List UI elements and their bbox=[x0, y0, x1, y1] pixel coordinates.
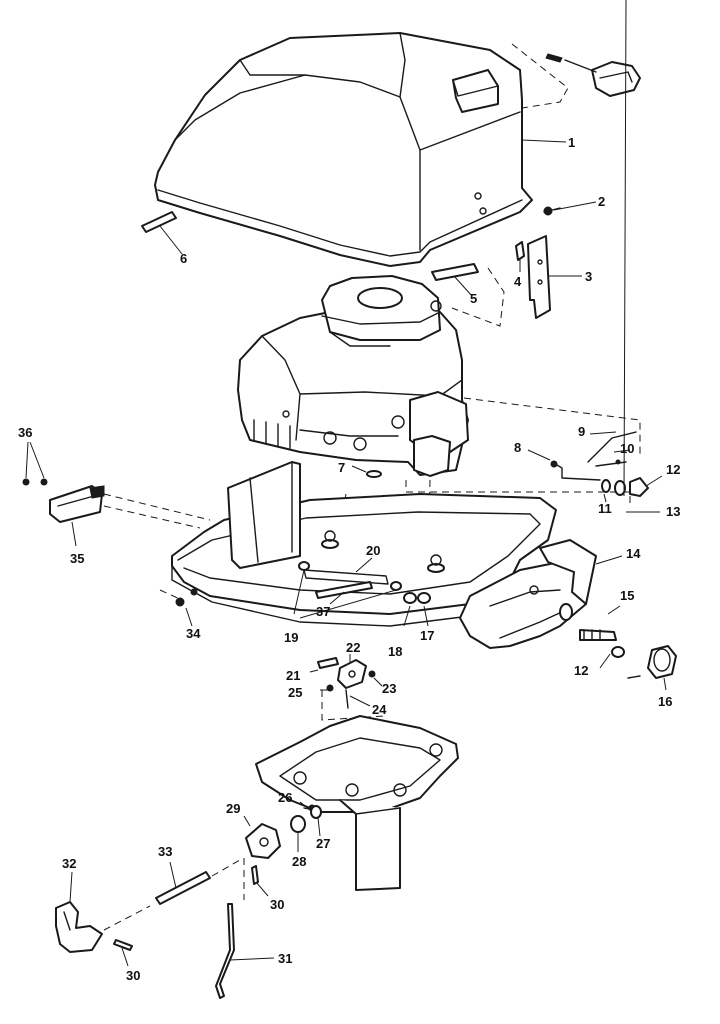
nut-12-lower bbox=[611, 646, 625, 658]
callout-19: 19 bbox=[284, 630, 298, 645]
swivel-plate bbox=[255, 715, 459, 891]
callout-24: 24 bbox=[372, 702, 387, 717]
callout-34: 34 bbox=[186, 626, 201, 641]
callout-5: 5 bbox=[470, 291, 477, 306]
hood-handle bbox=[545, 53, 641, 97]
handle-frame-14 bbox=[459, 539, 597, 649]
callout-8: 8 bbox=[514, 440, 521, 455]
callout-30-lower: 30 bbox=[126, 968, 140, 983]
washer-11 bbox=[601, 479, 611, 493]
bolt-15 bbox=[579, 629, 617, 641]
callout-10: 10 bbox=[620, 441, 634, 456]
bushing-28 bbox=[290, 815, 306, 833]
strip-37 bbox=[315, 581, 373, 599]
callout-14: 14 bbox=[626, 546, 641, 561]
cap-16 bbox=[627, 645, 677, 679]
callout-30-upper: 30 bbox=[270, 897, 284, 912]
callout-7: 7 bbox=[338, 460, 345, 475]
callout-27: 27 bbox=[316, 836, 330, 851]
engine-assembly bbox=[237, 275, 469, 477]
pin-30-upper bbox=[251, 865, 259, 885]
spring-9 bbox=[587, 431, 637, 463]
callout-15: 15 bbox=[620, 588, 634, 603]
callout-12-upper: 12 bbox=[666, 462, 680, 477]
nut-18 bbox=[403, 592, 417, 604]
engine-hood bbox=[154, 32, 533, 267]
callout-20: 20 bbox=[366, 543, 380, 558]
pin-21 bbox=[317, 657, 339, 669]
bracket-22 bbox=[337, 659, 367, 689]
screw-4 bbox=[515, 241, 525, 261]
base-pan bbox=[171, 461, 557, 627]
callout-12-lower: 12 bbox=[574, 663, 588, 678]
callout-4: 4 bbox=[514, 274, 522, 289]
callout-37: 37 bbox=[316, 604, 330, 619]
rod-33 bbox=[155, 871, 211, 905]
pin-6 bbox=[141, 211, 177, 233]
callout-18: 18 bbox=[388, 644, 402, 659]
callout-29: 29 bbox=[226, 801, 240, 816]
washer-19 bbox=[298, 561, 402, 591]
washer-7 bbox=[366, 470, 382, 478]
callout-13: 13 bbox=[666, 504, 680, 519]
callout-36: 36 bbox=[18, 425, 32, 440]
nut-12-upper bbox=[629, 477, 649, 497]
callout-21: 21 bbox=[286, 668, 300, 683]
bracket-3 bbox=[527, 235, 551, 319]
spring-24 bbox=[345, 689, 349, 709]
screw-36 bbox=[22, 478, 48, 486]
callout-1: 1 bbox=[568, 135, 575, 150]
strip-5 bbox=[431, 263, 479, 281]
callout-17: 17 bbox=[420, 628, 434, 643]
clip-35 bbox=[49, 485, 105, 523]
screw-23 bbox=[368, 670, 376, 678]
washer-27 bbox=[310, 805, 322, 819]
link-8 bbox=[550, 460, 601, 481]
callout-2: 2 bbox=[598, 194, 605, 209]
callout-23: 23 bbox=[382, 681, 396, 696]
callout-3: 3 bbox=[585, 269, 592, 284]
callout-31: 31 bbox=[278, 951, 292, 966]
callout-32: 32 bbox=[62, 856, 76, 871]
callout-16: 16 bbox=[658, 694, 672, 709]
lever-29 bbox=[245, 823, 281, 859]
callout-9: 9 bbox=[578, 424, 585, 439]
nut-17 bbox=[417, 592, 431, 604]
callout-11: 11 bbox=[598, 501, 612, 516]
callout-28: 28 bbox=[292, 854, 306, 869]
bushing-13 bbox=[614, 480, 626, 496]
lever-32 bbox=[55, 901, 103, 953]
rod-31 bbox=[215, 903, 235, 999]
callout-22: 22 bbox=[346, 640, 360, 655]
pin-30-lower bbox=[113, 939, 133, 951]
screw-2 bbox=[543, 206, 561, 216]
rod-10 bbox=[595, 459, 627, 467]
callout-35: 35 bbox=[70, 551, 84, 566]
callout-25: 25 bbox=[288, 685, 302, 700]
callout-26: 26 bbox=[278, 790, 292, 805]
callout-6: 6 bbox=[180, 251, 187, 266]
callout-33: 33 bbox=[158, 844, 172, 859]
screw-34 bbox=[175, 588, 198, 607]
